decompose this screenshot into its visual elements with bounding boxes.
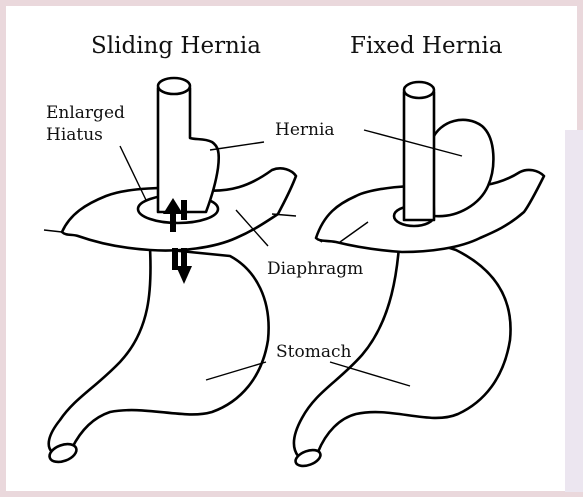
hiatus-label: Hiatus xyxy=(46,125,103,145)
sliding-hernia-title: Sliding Hernia xyxy=(91,33,261,59)
sliding-esophagus xyxy=(158,88,219,212)
sliding-esophagus-top xyxy=(158,78,190,94)
fixed-hernia-title: Fixed Hernia xyxy=(350,33,503,59)
fixed-esophagus-top xyxy=(404,82,434,98)
enlarged-label: Enlarged xyxy=(46,103,125,123)
hernia-label: Hernia xyxy=(275,120,335,140)
diaphragm-label: Diaphragm xyxy=(267,259,363,279)
fixed-esophagus xyxy=(404,92,434,220)
sliding-stomach xyxy=(49,248,269,452)
stomach-label: Stomach xyxy=(276,342,351,362)
hernia-leader-left xyxy=(210,142,264,150)
